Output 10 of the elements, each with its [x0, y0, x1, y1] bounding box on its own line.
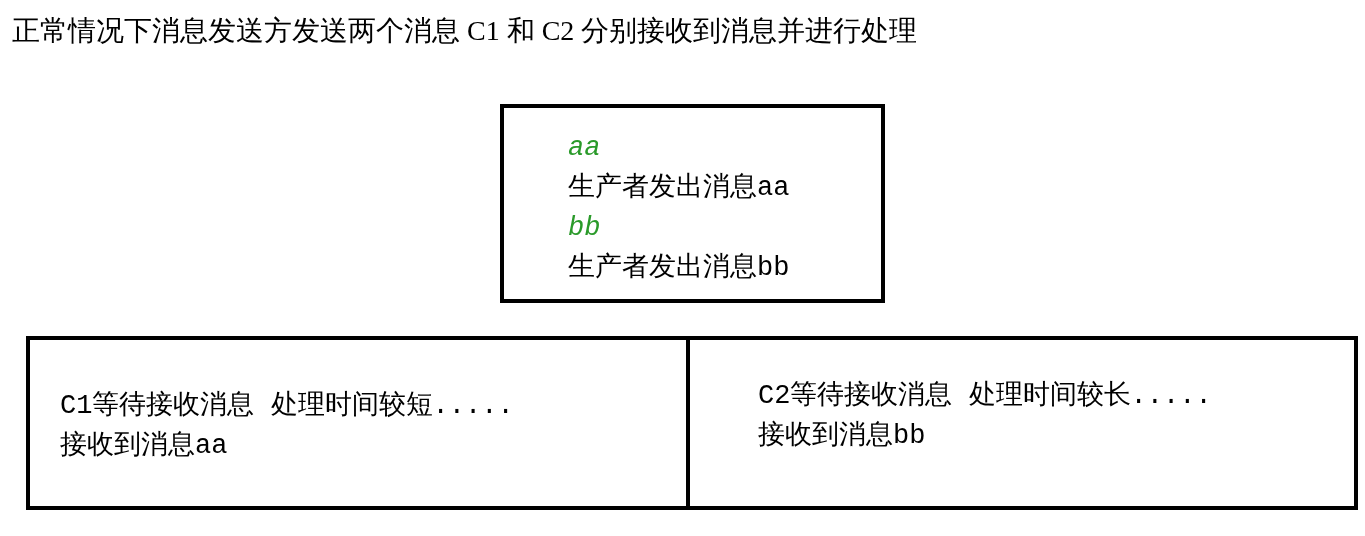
- message-text: 接收到消息aa: [60, 429, 228, 463]
- message-text: 生产者发出消息bb: [568, 251, 790, 285]
- heading: 正常情况下消息发送方发送两个消息 C1 和 C2 分别接收到消息并进行处理: [12, 14, 918, 48]
- message-tag: bb: [568, 208, 601, 248]
- message-text: 生产者发出消息aa: [568, 171, 790, 205]
- message-text: 接收到消息bb: [758, 419, 926, 453]
- message-text: C1等待接收消息 处理时间较短.....: [60, 389, 514, 423]
- message-tag: aa: [568, 128, 601, 168]
- message-text: C2等待接收消息 处理时间较长.....: [758, 379, 1212, 413]
- producer-box: [500, 104, 885, 303]
